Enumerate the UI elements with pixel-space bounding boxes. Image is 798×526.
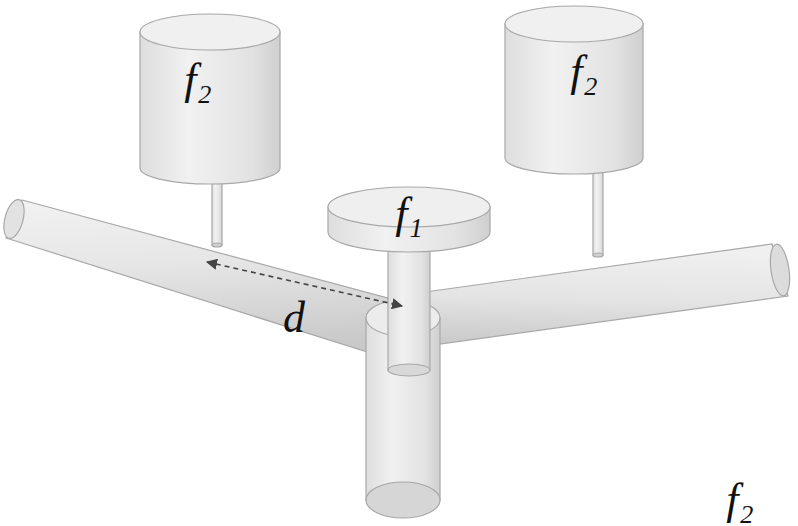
right-pipe: [425, 244, 788, 344]
resonator-label-box: f₂: [564, 46, 604, 98]
frequency-label: f₂: [726, 476, 754, 524]
dimension-label: d: [283, 294, 305, 342]
left-resonator-side: [140, 32, 280, 184]
resonator-label-box: f₁: [389, 188, 429, 240]
centre-stem-base: [388, 364, 430, 376]
right-resonator-top: [505, 6, 643, 42]
left-stub-foot: [212, 243, 222, 247]
resonator-label-box: f₂: [178, 54, 218, 106]
vertical-pipe-end: [366, 482, 440, 518]
left-pipe-end: [0, 197, 28, 240]
right-stub-foot: [593, 253, 603, 257]
right-resonator-side: [505, 24, 643, 174]
right-pipe-end: [767, 243, 792, 297]
left-resonator-top: [140, 14, 280, 50]
right-stub: [593, 160, 603, 255]
frequency-label: f₂: [184, 56, 212, 104]
frequency-label: f₂: [570, 48, 598, 96]
frequency-label: f₁: [395, 190, 423, 238]
